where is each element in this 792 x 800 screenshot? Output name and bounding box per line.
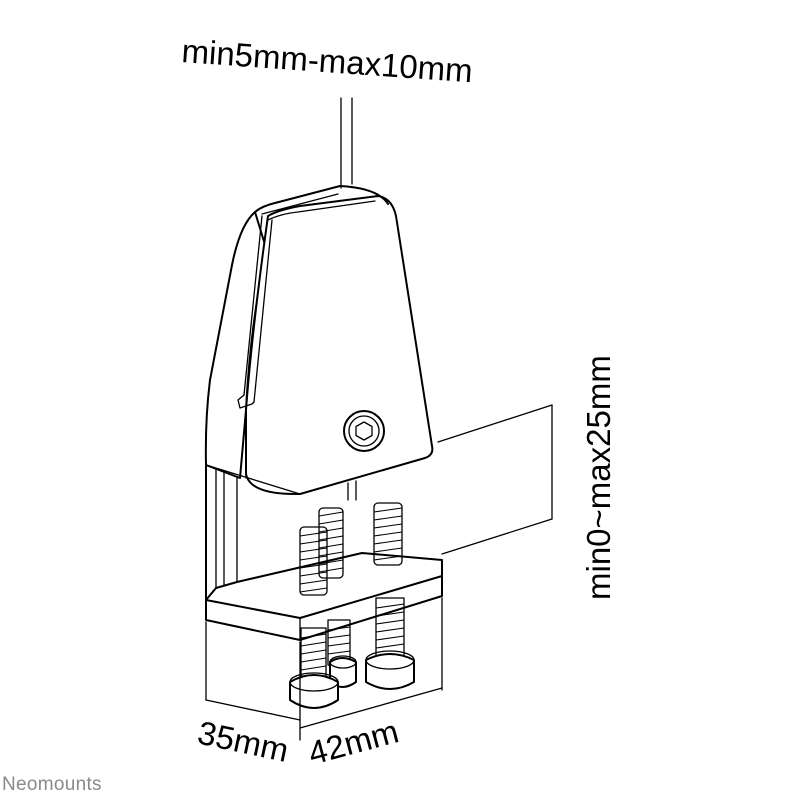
bolts [289,502,415,709]
brand-logo: Neomounts [2,774,102,795]
panel-thickness-label: min5mm-max10mm [181,32,474,89]
bolt-back [318,507,344,579]
depth-label: 35mm [195,714,292,769]
hex-screw-icon [343,410,385,452]
panel-edge [340,97,353,189]
clamp-housing [204,185,434,496]
clamp-frame [205,464,443,641]
bolt-heads [289,650,415,709]
bolt-left [299,526,328,596]
clamp-range-label: min0~max25mm [580,355,617,600]
width-label: 42mm [304,712,402,771]
bolt-right [373,502,403,566]
dimension-lines [205,404,553,741]
